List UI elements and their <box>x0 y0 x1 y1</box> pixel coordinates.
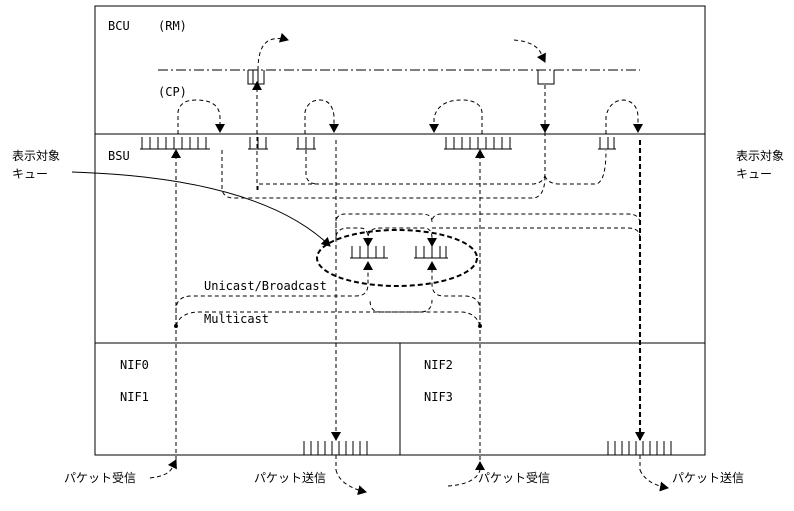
bsu-return-path-2 <box>257 173 546 190</box>
packet-tx-left-label: パケット送信 <box>254 470 326 485</box>
rm-arc-in <box>513 39 546 63</box>
center-dist-left <box>335 227 373 247</box>
bsu-queue-row-5 <box>598 137 616 150</box>
packet-tx-right-label: パケット送信 <box>672 470 744 485</box>
unicast-path-right <box>427 261 481 326</box>
bcu-label: BCU <box>108 19 130 33</box>
center-queue-right <box>414 246 448 259</box>
unicast-broadcast-label: Unicast/Broadcast <box>204 279 327 293</box>
bsu-return-path-3 <box>305 150 319 185</box>
packet-rx-right-label: パケット受信 <box>478 471 550 485</box>
rm-arc-out <box>257 32 289 71</box>
split-dot-left <box>174 324 178 328</box>
multicast-path-right <box>369 299 481 327</box>
bsu-return-path-1 <box>221 150 546 199</box>
display-queue-label-left-line2: キュー <box>12 167 48 181</box>
display-target-queue-ellipse <box>316 229 478 287</box>
rm-label: (RM) <box>158 19 187 33</box>
rx-right-arc <box>447 461 485 487</box>
cp-loop-3 <box>429 99 483 134</box>
nif-send-queue-right <box>607 441 672 456</box>
center-queue-left <box>350 246 388 259</box>
center-dist-far-right <box>432 227 641 239</box>
bsu-queue-row-1 <box>140 137 210 150</box>
multicast-label: Multicast <box>204 312 269 326</box>
bsu-queue-row-3 <box>296 137 316 150</box>
display-queue-label-right-line2: キュー <box>736 167 772 181</box>
cp-label: (CP) <box>158 85 187 99</box>
bsu-queue-row-4 <box>444 137 512 150</box>
rm-queue-left <box>247 70 265 85</box>
nif1-label: NIF1 <box>120 390 149 404</box>
split-dot-right <box>478 324 482 328</box>
center-dist-upper <box>335 213 641 240</box>
multicast-path-left <box>175 299 433 327</box>
rx-left-arc <box>149 459 177 479</box>
display-queue-pointer <box>71 171 331 247</box>
nif3-label: NIF3 <box>424 390 453 404</box>
tx-left-arc <box>335 469 367 496</box>
nif0-label: NIF0 <box>120 358 149 372</box>
nif2-label: NIF2 <box>424 358 453 372</box>
nif-send-queue-left <box>303 441 368 456</box>
unicast-path-left <box>175 261 373 326</box>
cp-loop-1 <box>177 99 225 134</box>
bsu-queue-row-2 <box>248 137 268 150</box>
bsu-label: BSU <box>108 149 130 163</box>
packet-rx-left-label: パケット受信 <box>64 471 136 485</box>
cp-loop-2 <box>304 99 339 134</box>
cp-loop-4 <box>605 99 643 134</box>
display-queue-label-left-line1: 表示対象 <box>12 149 60 163</box>
tx-right-arc <box>639 469 669 492</box>
bsu-return-path-4 <box>544 149 607 185</box>
display-queue-label-right-line1: 表示対象 <box>736 149 784 163</box>
rm-queue-right <box>537 70 555 85</box>
center-dist-right <box>367 227 437 247</box>
